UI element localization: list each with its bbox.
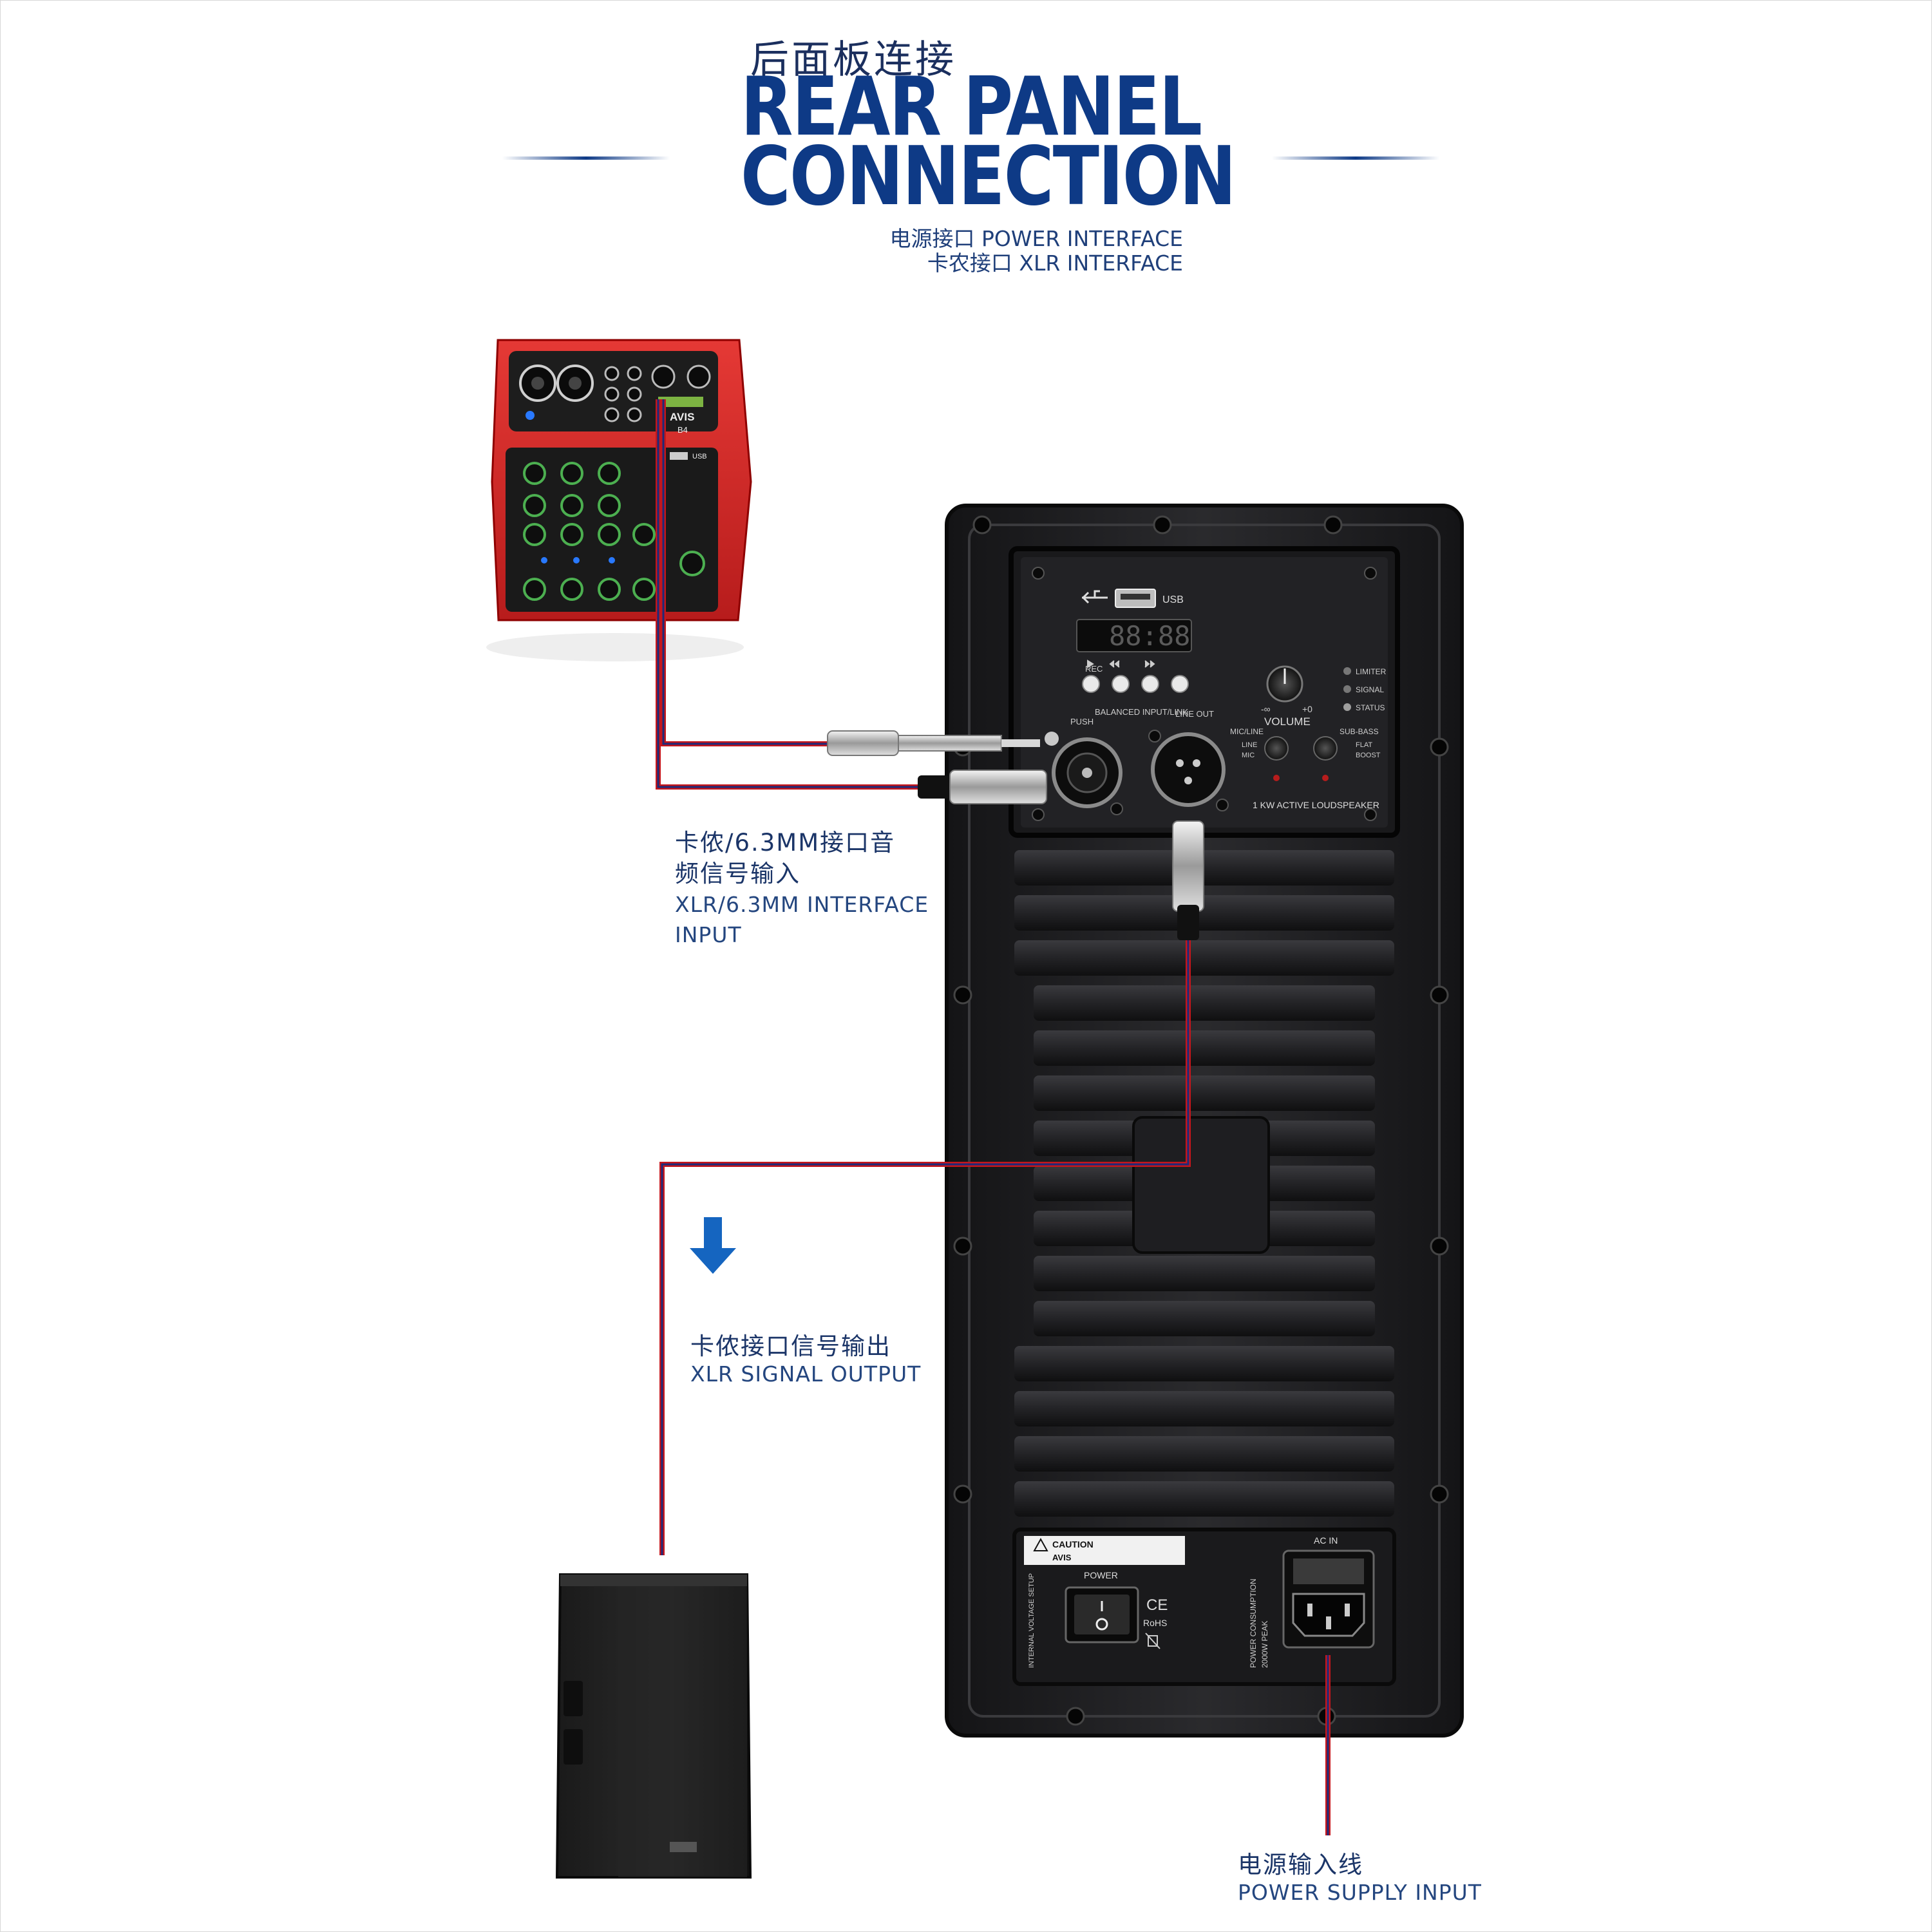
- power-label: POWER: [1084, 1570, 1118, 1580]
- model-label: 1 KW ACTIVE LOUDSPEAKER: [1253, 800, 1379, 810]
- balanced-input-label: BALANCED INPUT/LINK: [1095, 707, 1189, 717]
- power-label-en: POWER SUPPLY INPUT: [1238, 1880, 1482, 1905]
- volume-min: -∞: [1261, 704, 1271, 714]
- led-display-readout: 88:88: [1109, 620, 1190, 652]
- input-label-en-2: INPUT: [675, 922, 742, 947]
- line-label: LINE: [1242, 741, 1257, 749]
- title-rule-left: [502, 156, 670, 160]
- title-rule-right: [1272, 156, 1439, 160]
- title-line-2: CONNECTION: [741, 129, 1236, 223]
- subtitle-xlr-interface: 卡农接口 XLR INTERFACE: [927, 251, 1183, 276]
- ce-mark: CE: [1146, 1596, 1168, 1614]
- line-out-jack[interactable]: [1151, 732, 1226, 807]
- power-label-cn: 电源输入线: [1238, 1851, 1363, 1879]
- peak-label: 2000W PEAK: [1260, 1621, 1269, 1668]
- output-label-en: XLR SIGNAL OUTPUT: [690, 1361, 922, 1387]
- mic-line-switch[interactable]: [1264, 736, 1289, 761]
- usb-icon: [1081, 590, 1108, 604]
- play-button[interactable]: [1082, 675, 1100, 693]
- volume-label: VOLUME: [1264, 715, 1311, 728]
- push-release[interactable]: [1045, 732, 1059, 746]
- jack-plug: [827, 730, 1040, 756]
- status-leds: LIMITER SIGNAL STATUS: [1343, 667, 1387, 712]
- flat-label: FLAT: [1356, 741, 1372, 749]
- input-label-en-1: XLR/6.3MM INTERFACE: [675, 892, 929, 917]
- recycle-bin-icon: [1145, 1633, 1160, 1649]
- limiter-label: LIMITER: [1356, 667, 1387, 676]
- xlr-plug-input: [918, 770, 1047, 804]
- volume-max: +0: [1302, 704, 1312, 714]
- amplifier-plate: USB 88:88 REC -∞ +0 VOLUME LIMITER: [945, 504, 1464, 1738]
- mic-line-label: MIC/LINE: [1230, 727, 1264, 736]
- heat-sink-fins: [1014, 850, 1394, 1517]
- power-consumption-label: POWER CONSUMPTION: [1249, 1578, 1258, 1668]
- loudspeaker: [555, 1573, 752, 1879]
- voltage-label: INTERNAL VOLTAGE SETUP: [1028, 1573, 1036, 1668]
- warning-icon: [1033, 1537, 1048, 1551]
- transformer-pad: [1132, 1116, 1270, 1254]
- prev-button[interactable]: [1112, 675, 1130, 693]
- xlr-plug-output: [1172, 820, 1204, 940]
- mixer-knobs: [523, 462, 705, 601]
- mixer-usb-label: USB: [692, 453, 707, 460]
- output-label-cn: 卡侬接口信号输出: [690, 1332, 891, 1360]
- mixer-xlr-inputs: [519, 365, 594, 402]
- led-display: [1076, 619, 1192, 652]
- mounting-holes: [953, 515, 1449, 1726]
- caution-sticker: [1024, 1536, 1185, 1565]
- next-button[interactable]: [1141, 675, 1159, 693]
- input-label-cn-2: 频信号输入: [675, 860, 800, 887]
- power-module: CAUTION AVIS POWER CE RoHS INTERNAL VOLT…: [1012, 1528, 1396, 1686]
- transport-buttons: REC: [1082, 659, 1189, 693]
- input-label-cn-1: 卡侬/6.3MM接口音: [675, 829, 896, 857]
- title-english: REAR PANEL CONNECTION: [741, 66, 1236, 223]
- mixer-brand: AVIS: [670, 411, 694, 423]
- line-out-label: LINE OUT: [1175, 709, 1214, 719]
- mixer: AVIS B4 USB: [486, 339, 752, 661]
- boost-label: BOOST: [1356, 752, 1381, 759]
- mode-button[interactable]: [1171, 675, 1189, 693]
- control-module: USB 88:88 REC -∞ +0 VOLUME LIMITER: [1009, 546, 1400, 838]
- cables: [656, 399, 1331, 1835]
- mixer-model: B4: [677, 425, 688, 435]
- sub-bass-switch[interactable]: [1313, 736, 1338, 761]
- caution-label: CAUTION: [1052, 1539, 1094, 1549]
- ac-in-label: AC IN: [1314, 1535, 1338, 1546]
- brand-label: AVIS: [1052, 1553, 1072, 1562]
- sub-bass-label: SUB-BASS: [1340, 727, 1379, 736]
- title-chinese: 后面板连接: [750, 37, 956, 82]
- usb-label: USB: [1162, 594, 1184, 605]
- subtitle-power-interface: 电源接口 POWER INTERFACE: [889, 226, 1183, 251]
- push-label: PUSH: [1070, 717, 1094, 726]
- rohs-mark: RoHS: [1143, 1618, 1167, 1628]
- signal-label: SIGNAL: [1356, 685, 1384, 694]
- down-arrow-icon: [690, 1217, 736, 1274]
- mic-label: MIC: [1242, 752, 1255, 759]
- status-label: STATUS: [1356, 703, 1385, 712]
